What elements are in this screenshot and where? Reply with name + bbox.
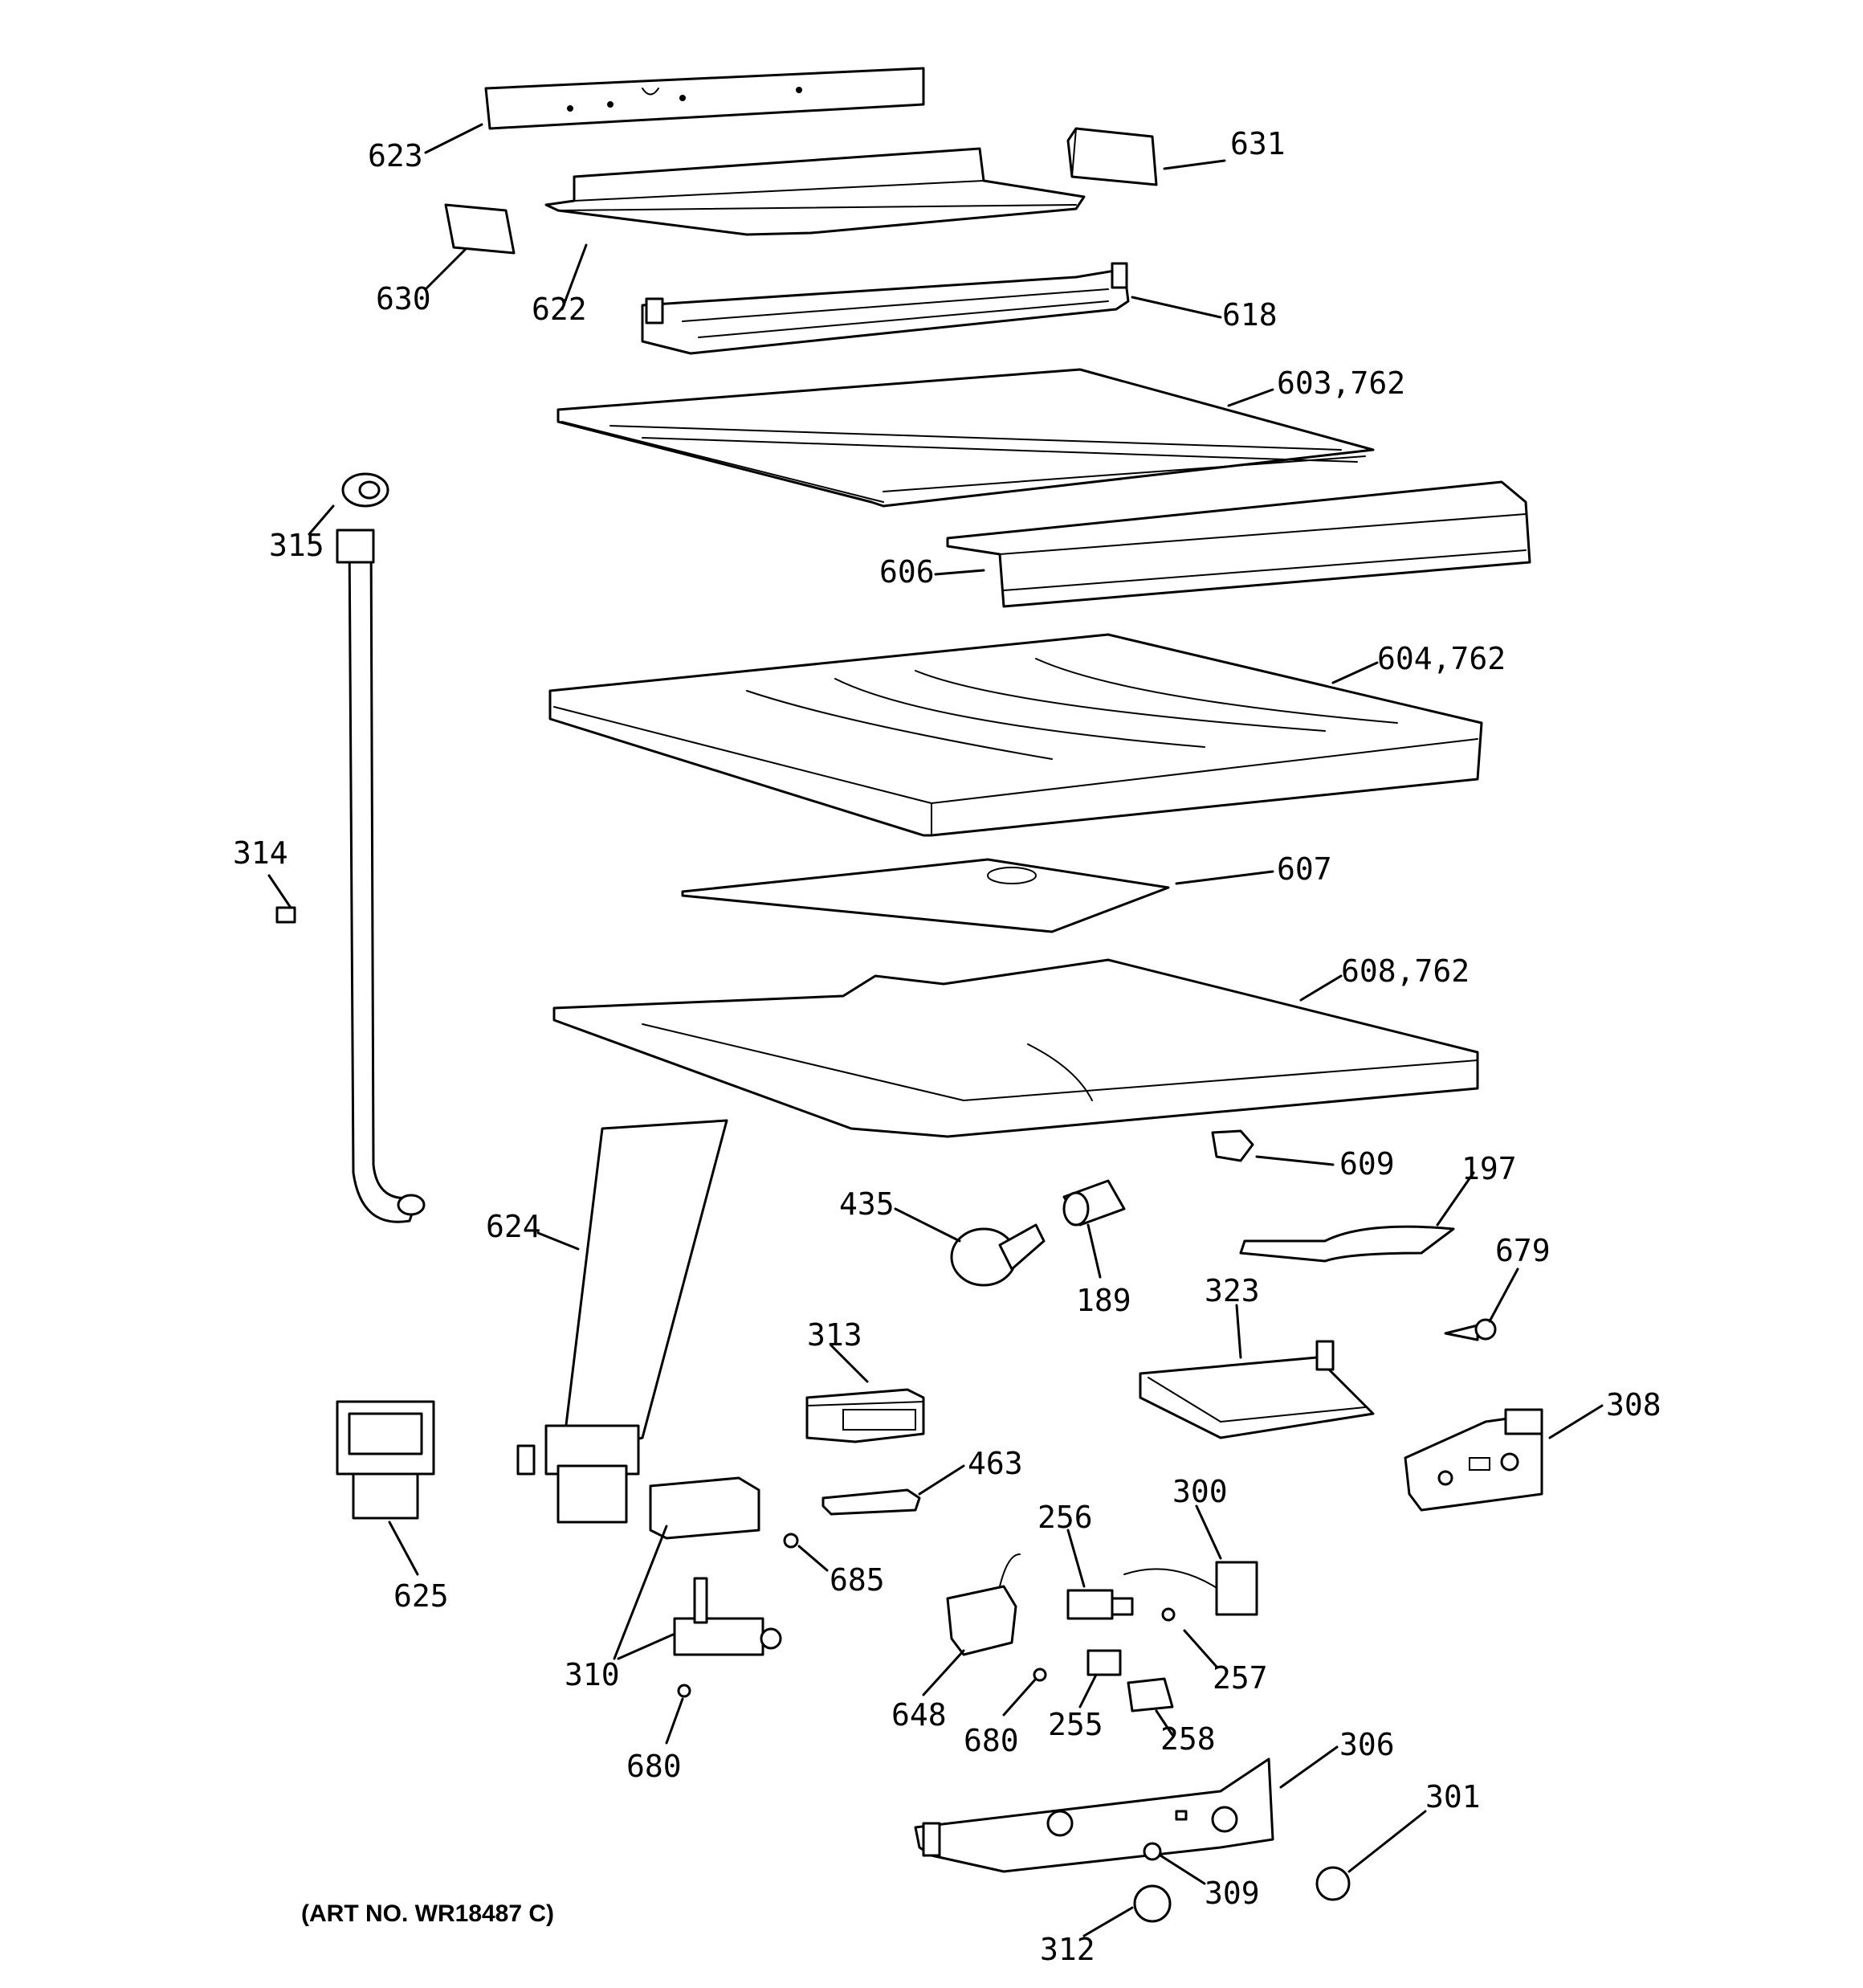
callout-300: 300 xyxy=(1172,1474,1228,1509)
callout-606: 606 xyxy=(879,554,935,590)
callout-631: 631 xyxy=(1230,126,1286,161)
part-258-knob xyxy=(1127,1677,1174,1712)
part-648-timer xyxy=(946,1553,1021,1656)
part-300-thermostat xyxy=(1123,1561,1258,1616)
callout-435: 435 xyxy=(839,1186,895,1222)
part-604-shelf xyxy=(548,633,1483,837)
callout-314: 314 xyxy=(233,835,288,871)
callout-323: 323 xyxy=(1205,1273,1260,1308)
part-256-switch xyxy=(1066,1589,1134,1620)
callout-609: 609 xyxy=(1339,1146,1395,1182)
part-315-drain-tube xyxy=(336,472,426,1223)
part-314-clip xyxy=(275,906,296,924)
callout-189: 189 xyxy=(1076,1283,1131,1318)
part-623-strip xyxy=(484,67,925,130)
callout-604-762: 604,762 xyxy=(1377,641,1506,676)
part-435-bulb xyxy=(950,1223,1046,1287)
callout-608-762: 608,762 xyxy=(1341,953,1470,989)
part-608-pan xyxy=(552,958,1479,1138)
callout-labels: 623 631 630 622 618 603,762 315 606 604,… xyxy=(233,126,1661,1967)
part-308-bracket xyxy=(1404,1408,1543,1512)
callout-197: 197 xyxy=(1461,1151,1517,1186)
part-680-screw-a xyxy=(1033,1668,1047,1682)
callout-301: 301 xyxy=(1425,1779,1481,1815)
part-313-box xyxy=(805,1388,925,1443)
part-618-bracket xyxy=(641,262,1130,355)
callout-315: 315 xyxy=(269,528,324,563)
part-606-drawer xyxy=(946,480,1531,608)
callout-679: 679 xyxy=(1495,1233,1551,1268)
callout-685: 685 xyxy=(830,1562,885,1598)
part-622-cover xyxy=(544,147,1086,236)
callout-618: 618 xyxy=(1222,297,1278,333)
part-463-clip xyxy=(821,1488,921,1516)
part-630-cap xyxy=(444,203,516,255)
callout-312: 312 xyxy=(1040,1932,1095,1967)
callout-648: 648 xyxy=(891,1697,947,1733)
callout-622: 622 xyxy=(532,292,587,327)
callout-306: 306 xyxy=(1339,1727,1395,1762)
callout-255: 255 xyxy=(1048,1707,1103,1742)
callout-308: 308 xyxy=(1606,1387,1661,1423)
part-624-panel xyxy=(516,1119,728,1524)
art-number: (ART NO. WR18487 C) xyxy=(301,1900,554,1927)
callout-630: 630 xyxy=(376,281,431,316)
callout-258: 258 xyxy=(1160,1721,1216,1757)
part-301-knob xyxy=(1315,1866,1351,1901)
part-312-knob xyxy=(1133,1884,1172,1923)
part-679-screw xyxy=(1444,1318,1497,1341)
part-685-screw xyxy=(783,1533,799,1549)
part-625-switch xyxy=(336,1400,435,1520)
part-306-control-housing xyxy=(914,1757,1274,1873)
callout-313: 313 xyxy=(807,1317,862,1353)
callout-257: 257 xyxy=(1213,1660,1268,1696)
callout-310: 310 xyxy=(565,1657,620,1692)
part-607-mesh xyxy=(681,858,1170,933)
callout-623: 623 xyxy=(368,138,423,173)
callout-680-a: 680 xyxy=(964,1723,1019,1758)
leader-lines xyxy=(267,123,1604,1937)
part-680-screw-b xyxy=(677,1684,691,1698)
part-631-cap xyxy=(1066,127,1158,186)
callout-309: 309 xyxy=(1205,1876,1260,1911)
callout-603-762: 603,762 xyxy=(1277,365,1405,401)
part-603-shelf xyxy=(556,368,1375,508)
callout-625: 625 xyxy=(393,1578,449,1614)
part-257-screw xyxy=(1161,1607,1176,1622)
callout-680-b: 680 xyxy=(626,1749,682,1784)
part-310-housing xyxy=(649,1476,782,1656)
part-255-knob xyxy=(1086,1649,1122,1676)
part-189-socket xyxy=(1062,1179,1126,1227)
part-197-strip xyxy=(1239,1225,1455,1263)
part-309-grommet xyxy=(1143,1842,1162,1861)
callout-463: 463 xyxy=(968,1446,1023,1481)
callout-607: 607 xyxy=(1277,851,1332,887)
callout-256: 256 xyxy=(1037,1500,1093,1535)
part-609-clip xyxy=(1211,1129,1254,1162)
part-323-bracket-box xyxy=(1139,1340,1375,1439)
callout-624: 624 xyxy=(486,1209,541,1244)
